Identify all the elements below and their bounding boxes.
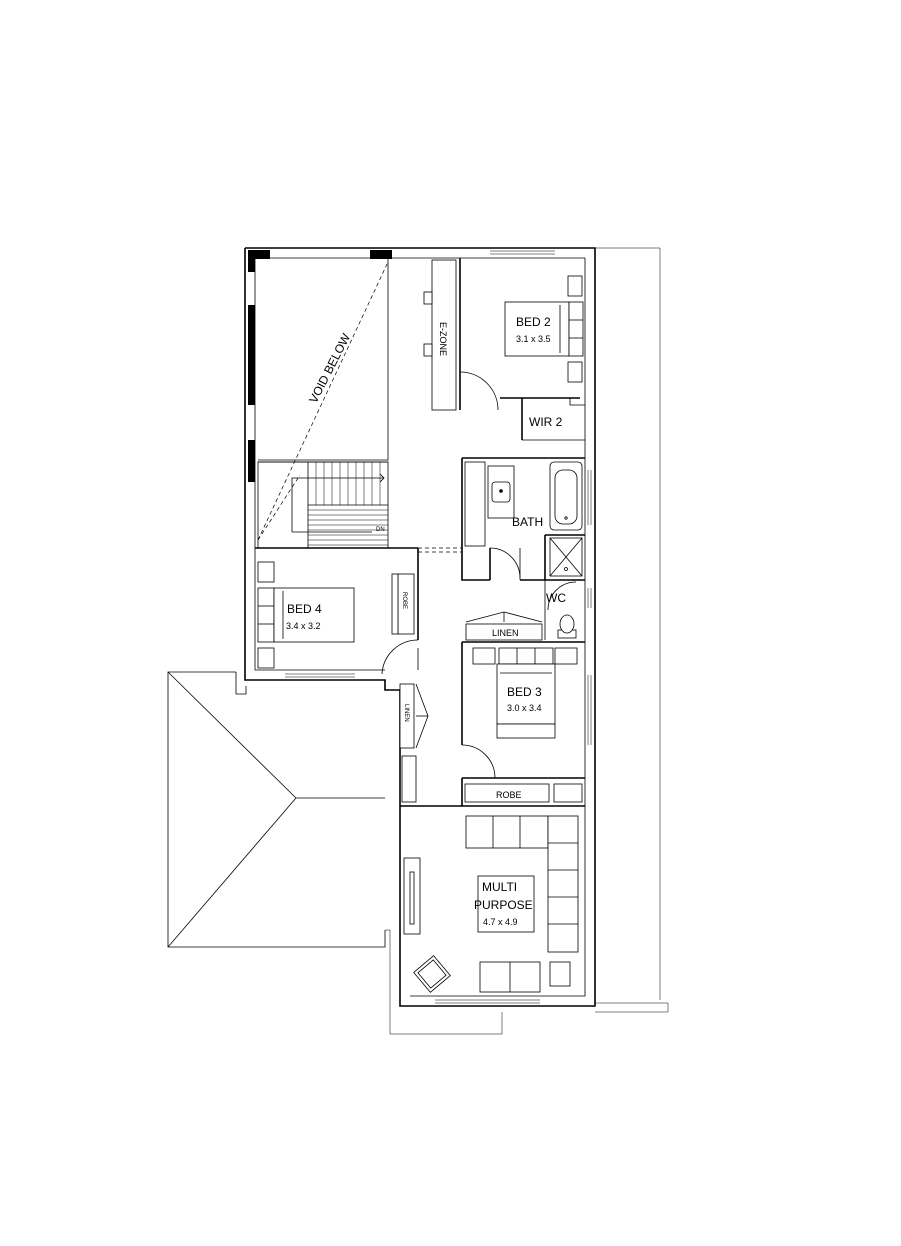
bed4-furniture: [257, 561, 355, 669]
bed2-size: 3.1 x 3.5: [516, 334, 551, 344]
bath-label: BATH: [512, 515, 543, 529]
bed2-label: BED 2: [516, 315, 551, 329]
bath-fixtures: [464, 461, 583, 577]
multi-purpose-furniture: [403, 815, 579, 993]
wir2-label: WIR 2: [529, 415, 563, 429]
ezone-label: E-ZONE: [438, 322, 448, 356]
eave-lines: [385, 247, 669, 1035]
bed4-size: 3.4 x 3.2: [286, 621, 321, 631]
windows: [285, 250, 592, 1004]
bed3-furniture: [472, 647, 578, 739]
ezone-desk: [423, 259, 457, 411]
multi-label-line1: MULTI: [482, 880, 517, 894]
interior-walls: [255, 258, 585, 807]
void-label: VOID BELOW: [306, 331, 353, 406]
multi-size: 4.7 x 4.9: [483, 917, 518, 927]
bed4-label: BED 4: [287, 602, 322, 616]
bed3-label: BED 3: [507, 685, 542, 699]
linen-top-cupboard: [465, 611, 543, 641]
robe-bed3-label: ROBE: [496, 790, 522, 800]
robe-bed3: [464, 783, 583, 803]
bed3-size: 3.0 x 3.4: [507, 703, 542, 713]
bed2-furniture: [504, 275, 584, 383]
multi-label-line2: PURPOSE: [474, 898, 533, 912]
stair-dn-label: DN: [376, 527, 385, 533]
doors: [381, 371, 577, 779]
void-wall-blocks: [248, 250, 392, 482]
linen-side-label: LINEN: [403, 704, 409, 722]
robe-bed4-label: ROBE: [401, 592, 407, 609]
wc-label: WC: [546, 591, 566, 605]
linen-side-cupboard: [399, 683, 429, 803]
void-area: [257, 258, 389, 541]
staircase: [257, 461, 389, 549]
robe-bed4: [391, 573, 415, 635]
linen-top-label: LINEN: [492, 628, 519, 638]
toilet: [557, 614, 577, 639]
roof-outline: [167, 671, 386, 948]
